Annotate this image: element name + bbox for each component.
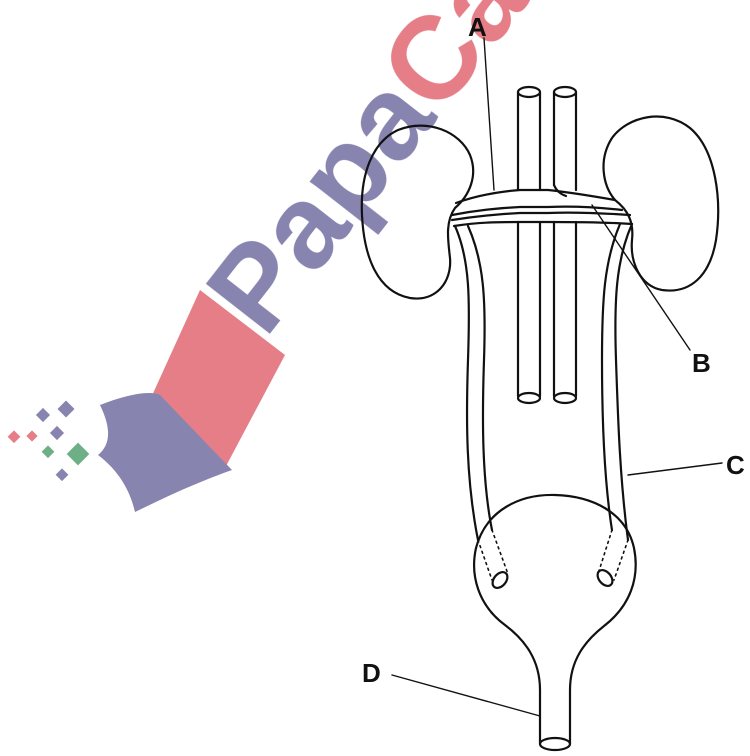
right-ureter-outer xyxy=(615,224,632,540)
vena-cava-bottom xyxy=(518,393,540,403)
left-kidney xyxy=(362,126,473,299)
leader-line-d xyxy=(392,675,540,716)
bladder xyxy=(474,495,636,722)
renal-vessel-upper xyxy=(456,190,615,203)
leader-line-c xyxy=(628,463,722,475)
watermark-pixels xyxy=(8,401,90,482)
vena-cava-top xyxy=(518,87,540,97)
urethra-opening xyxy=(540,738,570,750)
label-d: D xyxy=(362,658,381,688)
label-a: A xyxy=(468,12,487,42)
label-b: B xyxy=(692,348,711,378)
aorta-top xyxy=(554,87,576,97)
left-ureter-inner xyxy=(468,226,492,530)
left-ureter-outer xyxy=(455,226,478,540)
aorta-bottom xyxy=(554,393,576,403)
watermark-logo: PapaCam xyxy=(8,0,617,512)
renal-vessel-lower xyxy=(452,213,630,220)
label-c: C xyxy=(726,450,745,480)
